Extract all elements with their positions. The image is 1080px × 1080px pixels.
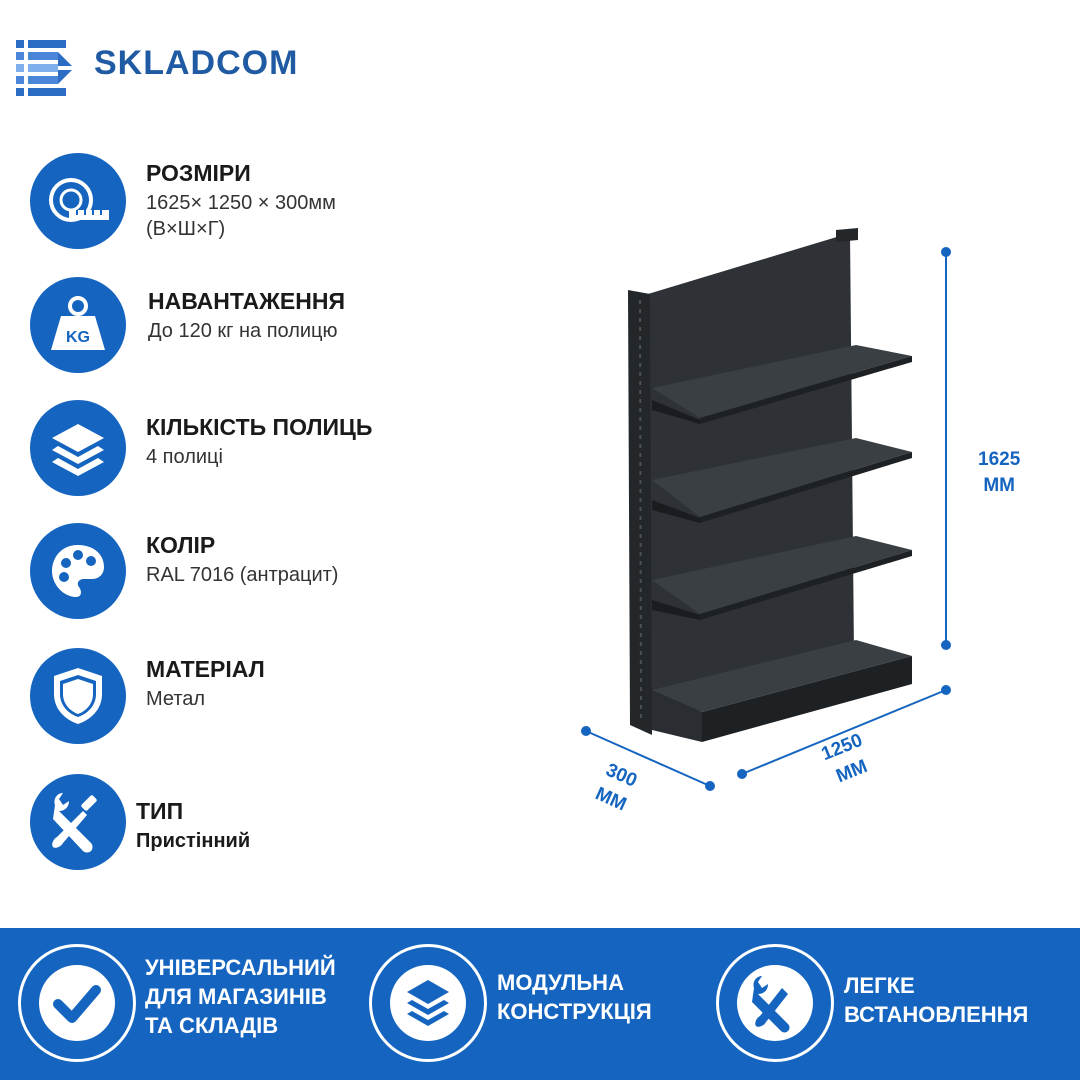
checkmark-icon [18, 944, 136, 1062]
layers-icon [30, 400, 126, 496]
spec-title-material: МАТЕРІАЛ [146, 656, 265, 682]
palette-icon [30, 523, 126, 619]
wrench-screwdriver-icon [716, 944, 834, 1062]
banner-line: ВСТАНОВЛЕННЯ [844, 1002, 1029, 1027]
banner-line: ДЛЯ МАГАЗИНІВ [145, 984, 327, 1009]
spec-value-type: Пристінний [136, 830, 251, 852]
layers-icon [369, 944, 487, 1062]
spec-value-dimensions-note: (В×Ш×Г) [146, 218, 226, 240]
svg-text:KG: KG [66, 329, 90, 346]
spec-title-shelves: КІЛЬКІСТЬ ПОЛИЦЬ [146, 414, 373, 440]
spec-value-color: RAL 7016 (антрацит) [146, 564, 339, 586]
brand-name: SKLADCOM [94, 44, 299, 82]
banner-line: ТА СКЛАДІВ [145, 1013, 279, 1038]
spec-title-load: НАВАНТАЖЕННЯ [148, 288, 345, 314]
banner-line: МОДУЛЬНА [497, 970, 624, 995]
dimension-height: 1625 ММ [978, 447, 1020, 499]
spec-value-load: До 120 кг на полицю [148, 320, 338, 342]
brand-logo-icon [16, 40, 72, 96]
tape-measure-icon [30, 153, 126, 249]
spec-value-dimensions: 1625× 1250 × 300мм [146, 192, 336, 214]
dimension-height-unit: ММ [983, 475, 1015, 496]
spec-value-material: Метал [146, 688, 206, 710]
shield-icon [30, 648, 126, 744]
spec-value-shelves: 4 полиці [146, 446, 223, 468]
banner-text-universal: УНІВЕРСАЛЬНИЙ ДЛЯ МАГАЗИНІВ ТА СКЛАДІВ [145, 953, 336, 1040]
shelf-illustration [581, 228, 951, 791]
banner-line: УНІВЕРСАЛЬНИЙ [145, 955, 336, 980]
weight-kg-icon: KG [30, 277, 126, 373]
brand-logo: SKLADCOM [14, 38, 434, 100]
dimension-height-value: 1625 [978, 449, 1021, 470]
spec-title-type: ТИП [136, 798, 184, 824]
banner-text-modular: МОДУЛЬНА КОНСТРУКЦІЯ [497, 968, 652, 1026]
banner-text-easy-install: ЛЕГКЕ ВСТАНОВЛЕННЯ [844, 971, 1028, 1029]
spec-title-color: КОЛІР [146, 532, 216, 558]
wrench-screwdriver-icon [30, 774, 126, 870]
banner-line: ЛЕГКЕ [844, 973, 915, 998]
spec-title-dimensions: РОЗМІРИ [146, 160, 251, 186]
features-banner: УНІВЕРСАЛЬНИЙ ДЛЯ МАГАЗИНІВ ТА СКЛАДІВ М… [0, 928, 1080, 1080]
banner-line: КОНСТРУКЦІЯ [497, 999, 652, 1024]
